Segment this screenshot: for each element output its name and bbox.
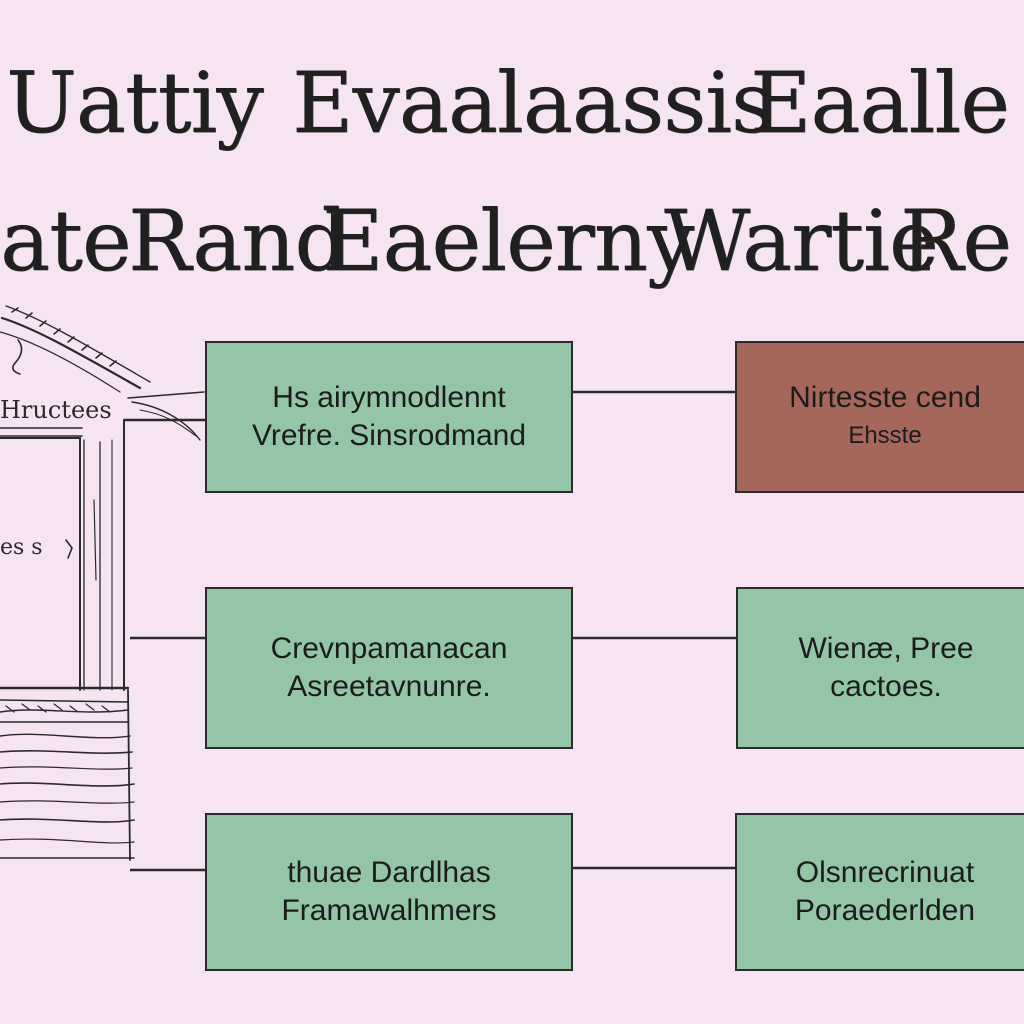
title-word: Evaalaassis: [292, 54, 774, 152]
diagram-box-right-1: Nirtesste cend Ehsste: [735, 341, 1024, 493]
box-text-line: Wienæ, Pree: [798, 632, 974, 665]
diagram-box-right-3: Olsnrecrinuat Poraederlden: [735, 813, 1024, 971]
diagram-title-line-1: Uattiy Evaalaassis Eaalle: [0, 48, 1024, 158]
house-sketch: [0, 305, 205, 861]
title-word: Re: [900, 192, 1012, 290]
connector-lines: [124, 385, 753, 876]
diagram-box-left-2: Crevnpamanacan Asreetavnunre.: [205, 587, 573, 749]
box-text-line: Ehsste: [848, 422, 922, 449]
box-text-line: Olsnrecrinuat: [795, 856, 975, 889]
box-text-line: Crevnpamanacan: [270, 632, 508, 665]
box-text-line: Asreetavnunre.: [287, 670, 491, 703]
box-text-line: cactoes.: [830, 670, 942, 703]
diagram-box-left-1: Hs airymnodlennt Vrefre. Sinsrodmand: [205, 341, 573, 493]
title-word: Uattiy: [6, 54, 264, 152]
box-text-line: Framawalhmers: [281, 894, 497, 927]
box-text-line: Vrefre. Sinsrodmand: [251, 419, 526, 452]
diagram-box-right-2: Wienæ, Pree cactoes.: [736, 587, 1024, 749]
title-word: Eaalle: [750, 54, 1010, 152]
title-word: Rand: [128, 192, 348, 290]
box-text-line: Hs airymnodlennt: [272, 381, 506, 414]
diagram-box-left-3: thuae Dardlhas Framawalhmers: [205, 813, 573, 971]
title-word: Eaelerny: [322, 192, 694, 290]
sketch-label: Hructees: [0, 396, 112, 424]
box-text-line: thuae Dardlhas: [287, 856, 491, 889]
box-text-line: Poraederlden: [794, 894, 976, 927]
diagram-title-line-2: ate Rand Eaelerny Wartie Re: [0, 186, 1024, 296]
sketch-label: es s: [0, 535, 43, 560]
title-word: Wartie: [664, 192, 939, 290]
box-text-line: Nirtesste cend: [789, 381, 981, 414]
title-word: ate: [0, 192, 132, 290]
